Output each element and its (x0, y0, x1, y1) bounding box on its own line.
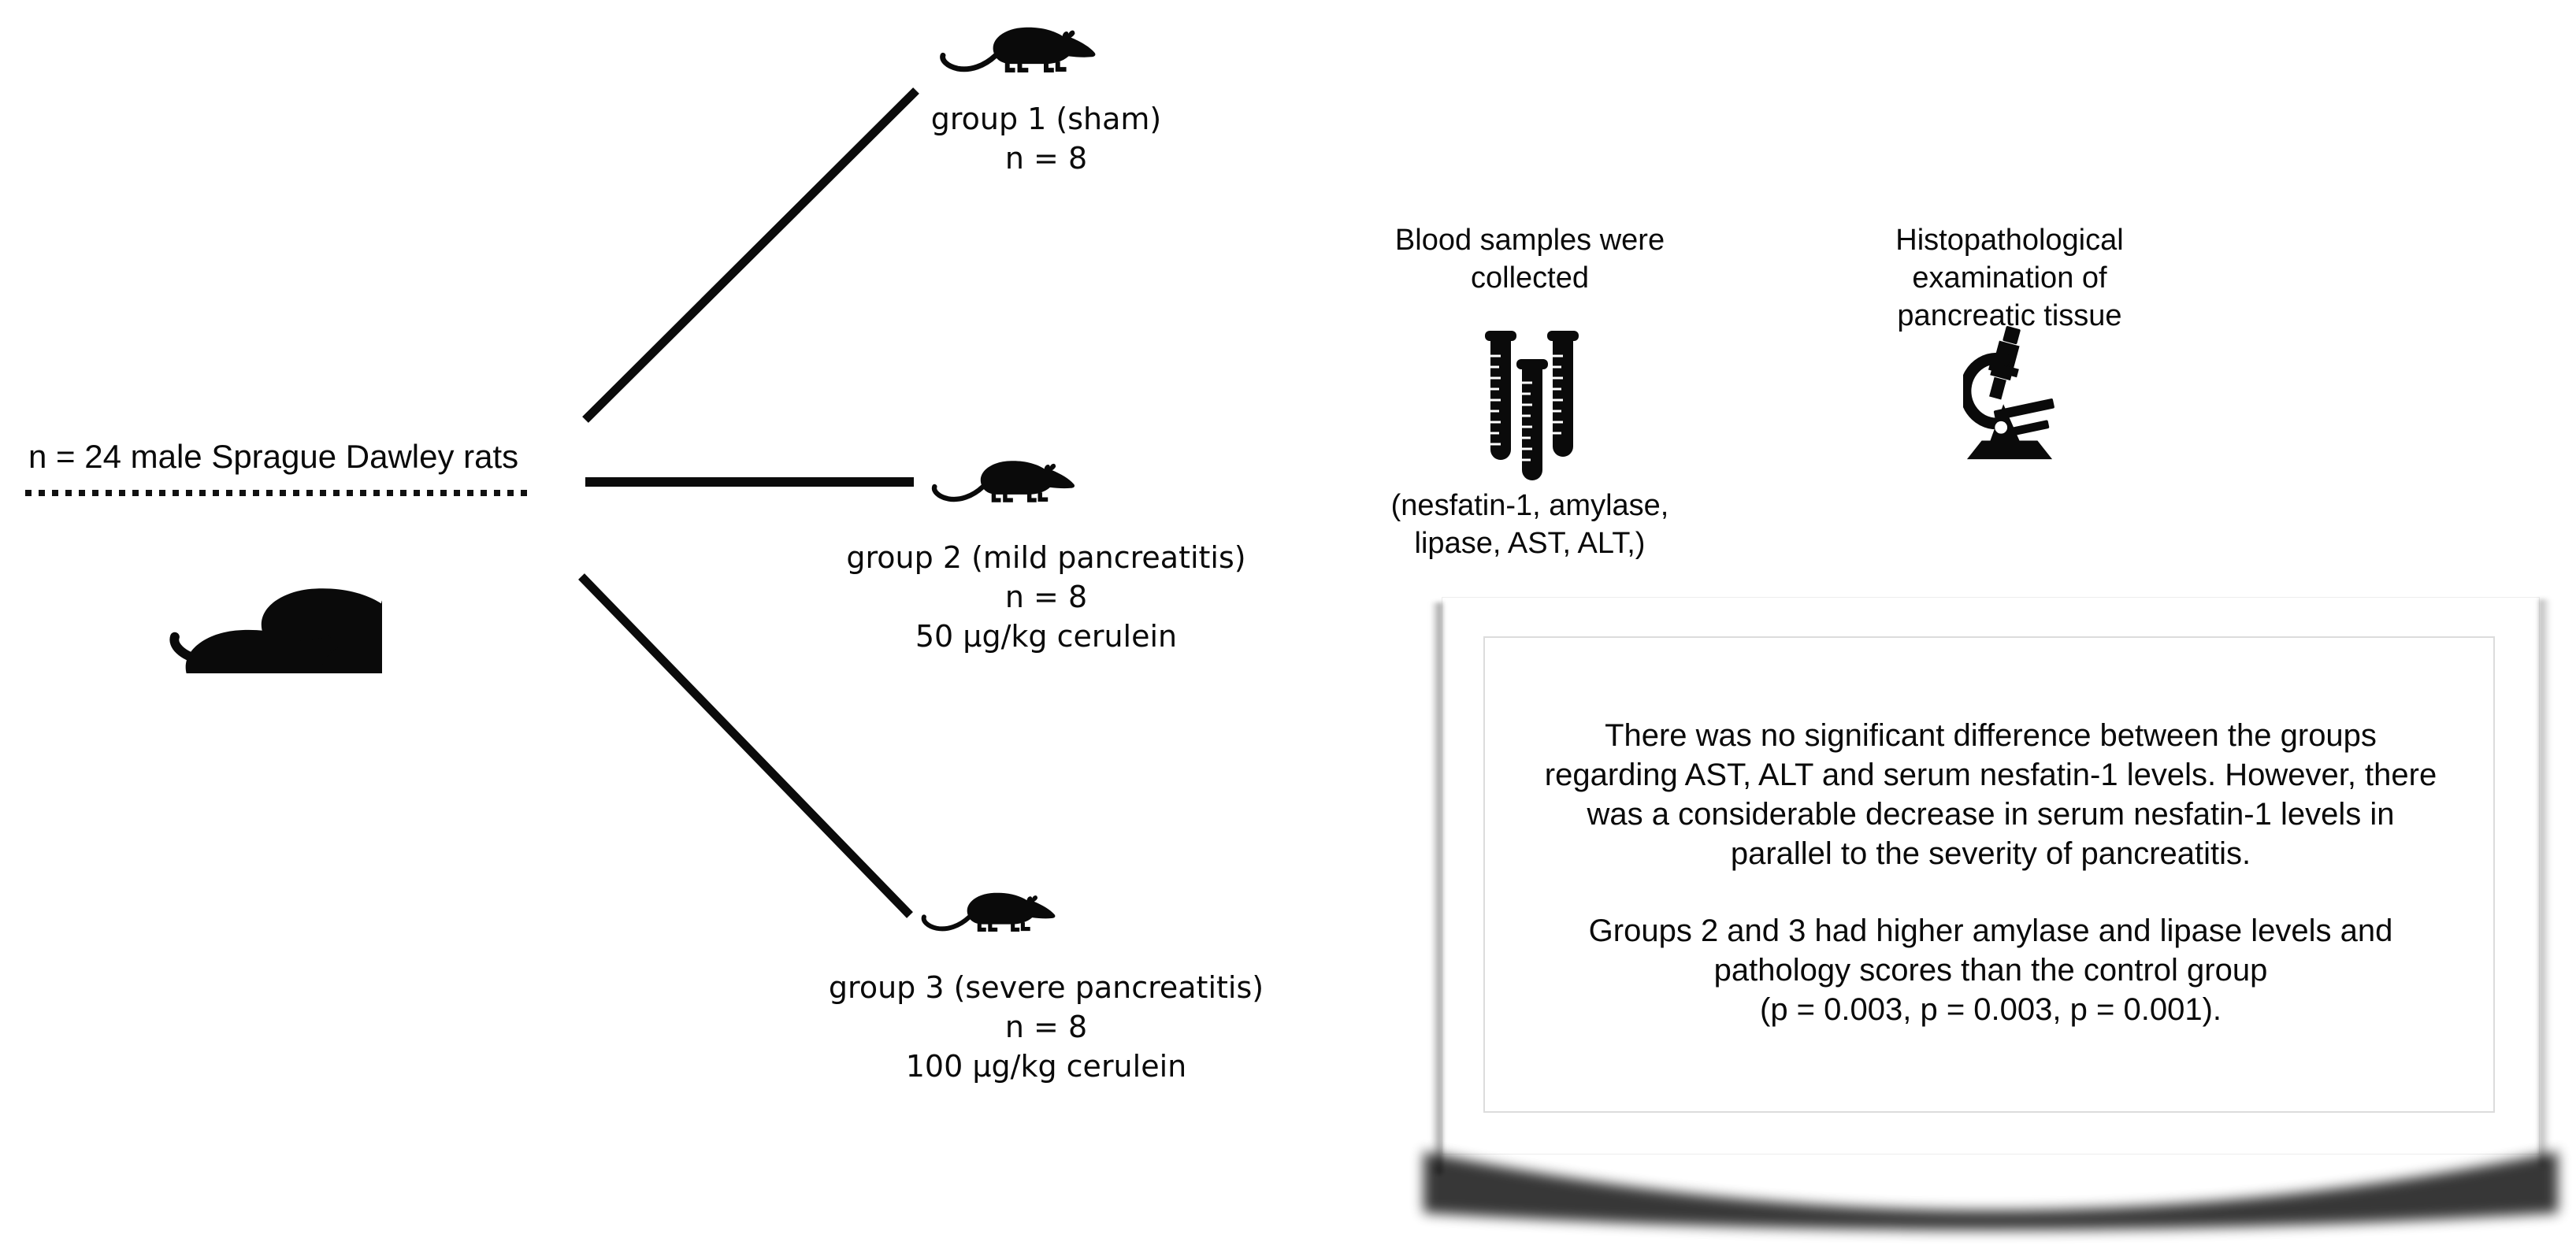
rat-icon (937, 21, 1101, 72)
results-p1-line4: parallel to the severity of pancreatitis… (1730, 836, 2251, 871)
blood-samples-title: Blood samples were collected (1333, 221, 1727, 297)
group-3-label: group 3 (severe pancreatitis) (828, 970, 1264, 1005)
group-2-n: n = 8 (1004, 580, 1088, 614)
rat-icon (919, 888, 1060, 932)
results-paragraph-1: There was no significant difference betw… (1442, 716, 2539, 873)
results-card-inner-border (1483, 636, 2495, 1113)
group-3-block: group 3 (severe pancreatitis) n = 8 100 … (802, 968, 1290, 1086)
group-1-block: group 1 (sham) n = 8 (802, 99, 1290, 178)
group-1-label: group 1 (sham) (930, 102, 1162, 136)
results-p1-line1: There was no significant difference betw… (1605, 718, 2377, 753)
histology-title: Histopathological examination of pancrea… (1813, 221, 2207, 335)
rat-icon (930, 455, 1079, 502)
blood-analytes-line1: (nesfatin-1, amylase, (1390, 489, 1669, 522)
group-1-n: n = 8 (1004, 141, 1088, 176)
blood-samples-title-line2: collected (1471, 261, 1589, 295)
results-p2-line1: Groups 2 and 3 had higher amylase and li… (1588, 914, 2393, 948)
group-3-dose: 100 µg/kg cerulein (905, 1049, 1187, 1084)
histology-title-line1: Histopathological examination of (1895, 224, 2124, 295)
results-card-shadow (1423, 1151, 2558, 1230)
group-2-label: group 2 (mild pancreatitis) (846, 540, 1246, 575)
dotted-divider (25, 490, 534, 496)
microscope-icon (1963, 326, 2054, 460)
blood-samples-title-line1: Blood samples were (1394, 224, 1665, 257)
test-tubes-icon (1485, 331, 1579, 480)
results-card: There was no significant difference betw… (1423, 597, 2558, 1230)
results-p2-line3: (p = 0.003, p = 0.003, p = 0.001). (1760, 992, 2222, 1027)
group-3-n: n = 8 (1004, 1010, 1088, 1044)
results-paragraph-2: Groups 2 and 3 had higher amylase and li… (1442, 911, 2539, 1029)
cohort-label: n = 24 male Sprague Dawley rats (28, 438, 519, 475)
blood-analytes-caption: (nesfatin-1, amylase, lipase, AST, ALT,) (1317, 487, 1743, 562)
results-p1-line3: was a considerable decrease in serum nes… (1587, 797, 2395, 832)
group-2-block: group 2 (mild pancreatitis) n = 8 50 µg/… (802, 538, 1290, 656)
group-2-dose: 50 µg/kg cerulein (915, 619, 1178, 654)
results-p2-line2: pathology scores than the control group (1713, 953, 2268, 988)
results-p1-line2: regarding AST, ALT and serum nesfatin-1 … (1544, 758, 2437, 792)
blood-analytes-line2: lipase, AST, ALT,) (1414, 527, 1646, 560)
results-text: There was no significant difference betw… (1442, 716, 2539, 1029)
rats-group-icon (83, 569, 382, 673)
